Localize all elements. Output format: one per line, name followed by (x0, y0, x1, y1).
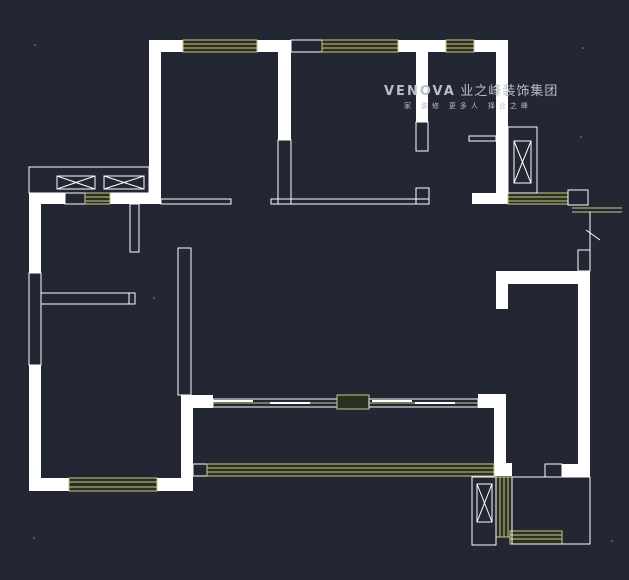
brand-chinese-name: 业之峰装饰集团 (460, 83, 559, 98)
structural-walls (29, 40, 590, 491)
ac-unit-boxes (56, 126, 538, 546)
brand-watermark: VENOVA 业之峰装饰集团 家 装修 更多人 择业之峰 (384, 80, 584, 111)
brand-name: VENOVA 业之峰装饰集团 (384, 80, 584, 99)
brand-tagline: 家 装修 更多人 择业之峰 (404, 103, 532, 110)
background-specks (33, 44, 613, 542)
sliding-doors (212, 394, 479, 410)
brand-latin-logo: VENOVA (384, 84, 456, 99)
entry-door-area (511, 189, 622, 545)
windows (64, 39, 569, 545)
interior-partitions (28, 121, 579, 396)
